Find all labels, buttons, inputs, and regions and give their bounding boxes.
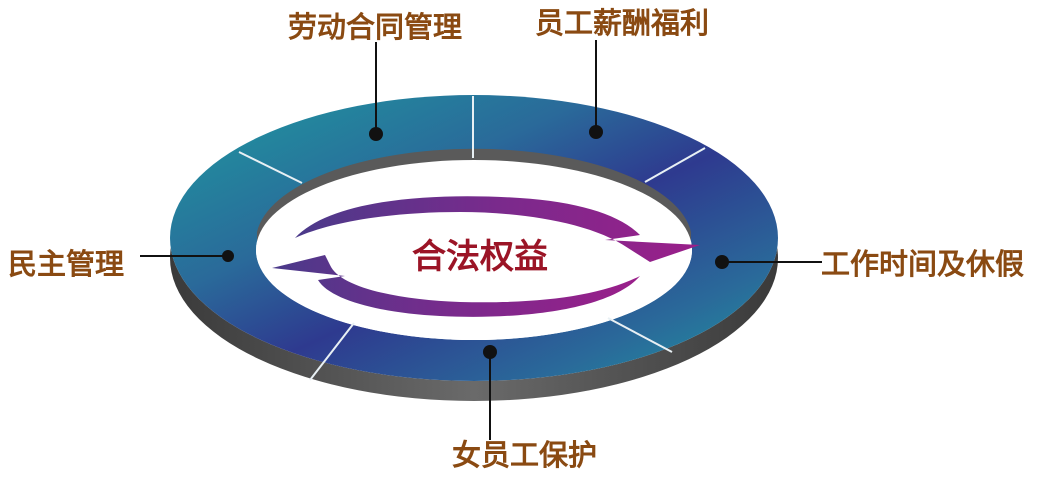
label-salary-benefits: 员工薪酬福利 [535,6,710,40]
dot-contract [369,127,383,141]
dot-female [483,345,497,359]
segment-dividers [238,96,706,381]
label-working-hours: 工作时间及休假 [821,247,1025,281]
label-labor-contract: 劳动合同管理 [288,10,463,44]
center-text: 合法权益 [412,237,548,277]
bottom-arrow [272,255,640,317]
cycle-arrows [272,196,700,317]
label-democratic-management: 民主管理 [8,247,125,281]
connectors [140,40,822,440]
top-arrow [295,196,700,262]
connector-dots [222,125,729,359]
dot-salary [589,125,603,139]
label-female-protection: 女员工保护 [452,438,598,472]
dot-democracy [222,250,234,262]
dot-worktime [715,255,729,269]
